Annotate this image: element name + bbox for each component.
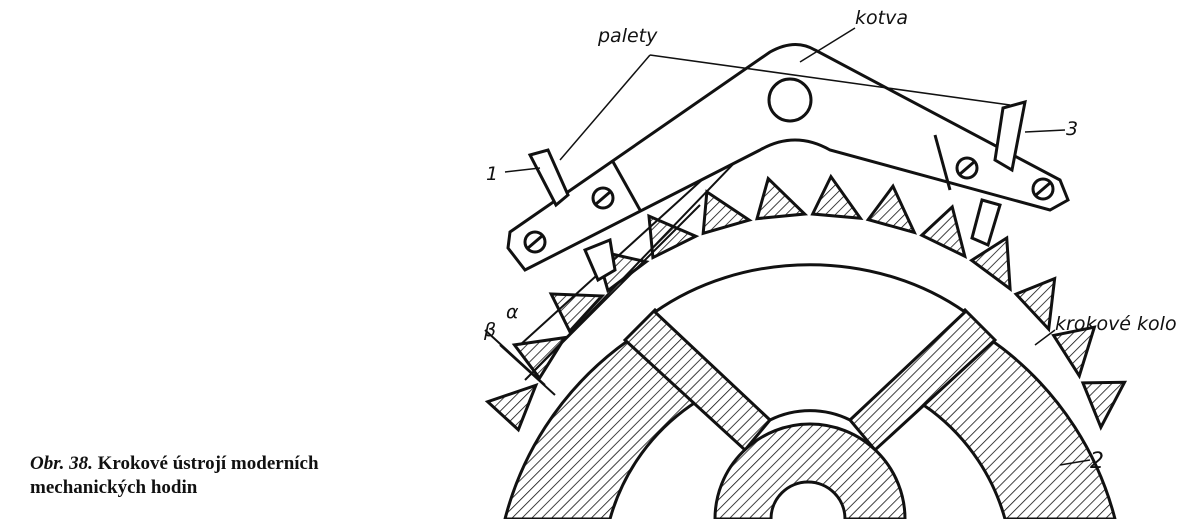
right-pallet-plate-edge [933, 134, 952, 191]
wheel-tooth [968, 235, 1012, 292]
wheel-tooth [919, 204, 968, 259]
wheel-tooth [1080, 380, 1128, 431]
screws [523, 156, 1055, 254]
pallet-3-lower [970, 198, 1002, 248]
anchor-pivot [767, 77, 813, 123]
label-escape-wheel: krokové kolo [1055, 313, 1177, 335]
wheel-tooth [810, 173, 864, 220]
anchor [506, 43, 1070, 283]
label-pallet-3: 3 [1066, 118, 1078, 140]
label-pallet-1: 1 [486, 163, 498, 185]
label-beta: β [483, 319, 496, 341]
wheel-tooth [701, 189, 753, 236]
caption-line2: mechanických hodin [30, 477, 198, 498]
pallet-3 [993, 99, 1027, 173]
figure-caption: Obr. 38. Krokové ústrojí moderních mecha… [30, 452, 319, 500]
wheel-tooth [1013, 276, 1057, 333]
label-anchor: kotva [855, 7, 908, 29]
label-alpha: α [506, 301, 519, 323]
pallet-1-lower [583, 237, 617, 283]
wheel-tooth [865, 183, 918, 235]
wheel-tooth [1051, 325, 1097, 380]
wheel-tooth [755, 175, 809, 221]
escape-wheel [484, 173, 1128, 519]
wheel-tooth [511, 335, 568, 381]
label-pallets: palety [597, 25, 658, 47]
wheel-hub [713, 422, 907, 519]
wheel-opening [652, 263, 968, 422]
caption-number: Obr. 38. [30, 453, 93, 474]
wheel-tooth [484, 382, 539, 433]
label-wheel-2: 2 [1090, 449, 1104, 474]
leader-lines [504, 27, 1091, 466]
caption-line1: Krokové ústrojí moderních [97, 453, 319, 474]
pallet-1 [527, 148, 570, 208]
left-pallet-plate-edge [610, 159, 642, 211]
